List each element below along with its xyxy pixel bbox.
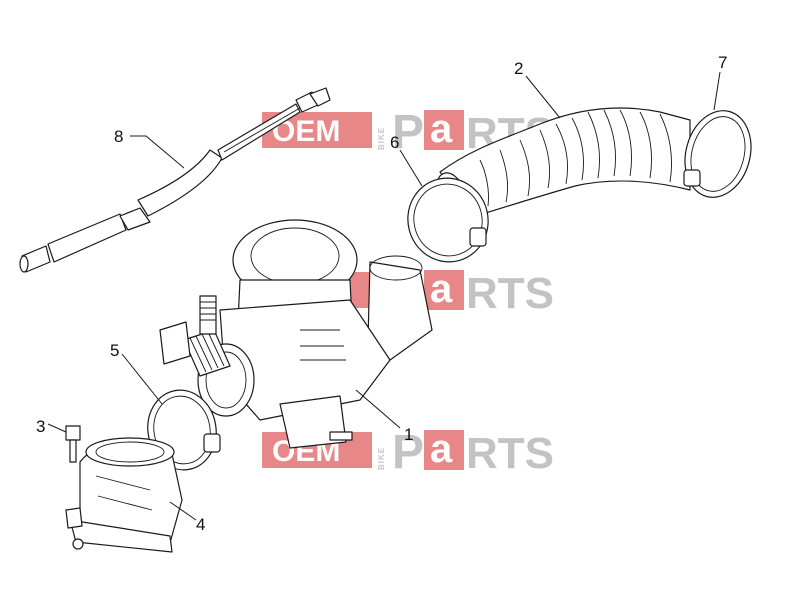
callout-labels: 1 2 3 4 5 6 7 8 [36, 53, 727, 534]
part-7-hose-clamp [683, 110, 752, 198]
part-3-bolt [65, 425, 81, 463]
callout-4: 4 [196, 515, 205, 534]
callout-3: 3 [36, 417, 45, 436]
leader-lines [47, 71, 721, 521]
svg-text:RTS: RTS [466, 269, 554, 318]
part-8-cable [19, 87, 331, 273]
callout-8: 8 [114, 127, 123, 146]
svg-text:a: a [430, 267, 453, 311]
part-1-carburetor [159, 219, 433, 449]
part-6-hose-clamp [407, 177, 489, 263]
callout-1: 1 [404, 425, 413, 444]
part-4-intake-manifold [65, 437, 183, 553]
svg-text:a: a [430, 107, 453, 151]
svg-text:RTS: RTS [466, 429, 554, 478]
callout-6: 6 [390, 133, 399, 152]
svg-text:BIKE: BIKE [377, 447, 386, 470]
callout-2: 2 [514, 59, 523, 78]
svg-text:BIKE: BIKE [377, 127, 386, 150]
svg-text:a: a [430, 427, 453, 471]
callout-5: 5 [110, 341, 119, 360]
svg-text:P: P [392, 106, 424, 159]
svg-text:P: P [392, 426, 424, 479]
callout-7: 7 [718, 53, 727, 72]
watermark-bottom: OEM BIKE P a RTS [262, 426, 554, 479]
